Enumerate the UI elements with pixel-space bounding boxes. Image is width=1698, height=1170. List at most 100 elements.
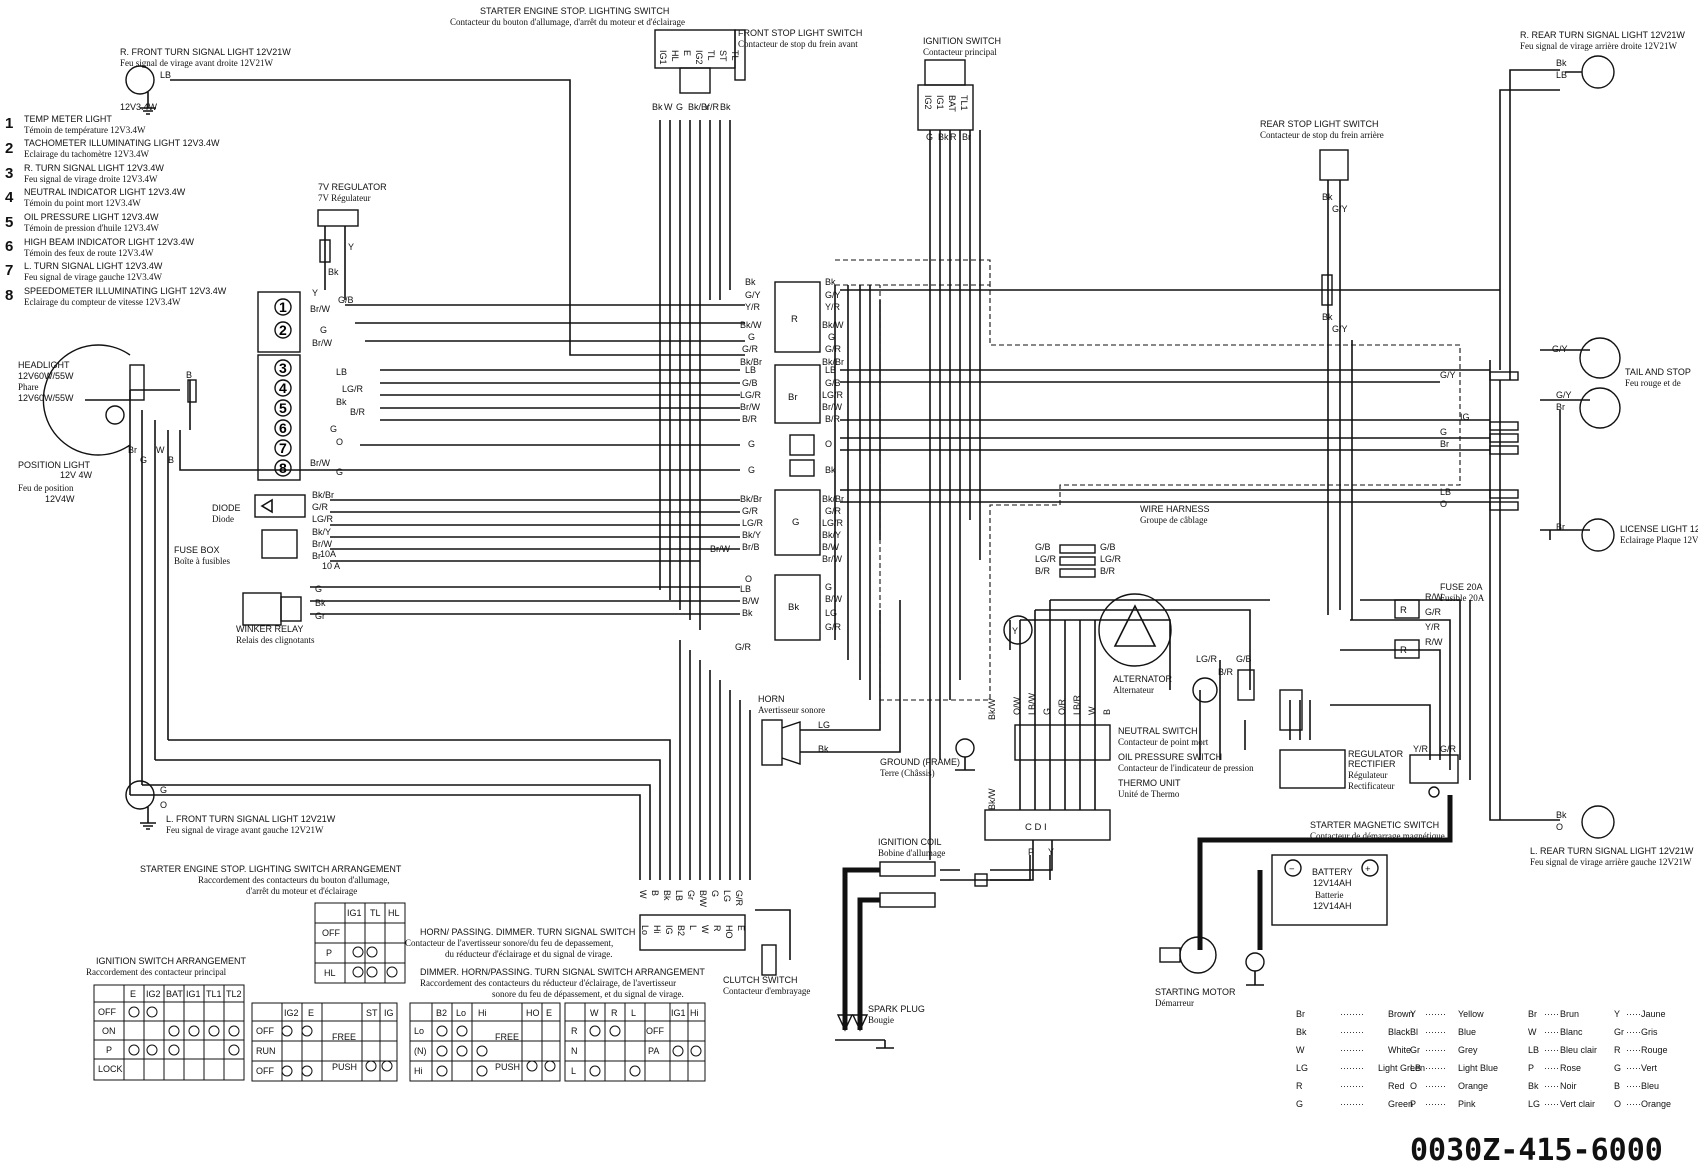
svg-text:HL: HL (388, 908, 400, 918)
svg-text:7: 7 (5, 262, 13, 279)
svg-text:G/Y: G/Y (1552, 344, 1568, 354)
svg-text:OFF: OFF (256, 1026, 274, 1036)
svg-text:Blue: Blue (1458, 1027, 1476, 1037)
svg-text:Red: Red (1388, 1081, 1405, 1091)
svg-text:10 A: 10 A (322, 561, 340, 571)
svg-text:Bk: Bk (818, 744, 829, 754)
svg-text:Black: Black (1388, 1027, 1411, 1037)
svg-text:4: 4 (279, 380, 287, 396)
svg-text:G: G (336, 467, 343, 477)
svg-text:E: E (546, 1008, 552, 1018)
wire-harness-label: WIRE HARNESS (1140, 504, 1210, 514)
svg-text:Y/R: Y/R (704, 102, 720, 112)
svg-text:G: G (748, 439, 755, 449)
winker-relay-label: WINKER RELAY (236, 624, 303, 634)
svg-text:B: B (650, 890, 660, 896)
svg-text:12V4W: 12V4W (45, 494, 75, 504)
svg-text:HO: HO (526, 1008, 540, 1018)
svg-text:Bk: Bk (742, 608, 753, 618)
ignition-coil (879, 861, 988, 908)
svg-text:LG: LG (1528, 1099, 1540, 1109)
svg-text:sonore du feu de dépassement,: sonore du feu de dépassement, et du sign… (492, 989, 684, 999)
svg-text:·····: ····· (1626, 1045, 1641, 1055)
svg-text:Bk: Bk (788, 602, 799, 613)
svg-text:Contacteur principal: Contacteur principal (923, 47, 997, 57)
svg-text:·······: ······· (1425, 1045, 1446, 1055)
svg-text:G: G (330, 424, 337, 434)
clutch-label: CLUTCH SWITCH (723, 975, 798, 985)
svg-text:Feu signal de virage droite 12: Feu signal de virage droite 12V3.4W (24, 174, 158, 184)
horn-label: HORN (758, 694, 785, 704)
svg-text:LG/R: LG/R (740, 390, 762, 400)
svg-text:Contacteur de stop du frein ar: Contacteur de stop du frein arrière (1260, 130, 1384, 140)
svg-text:Bk/Br: Bk/Br (740, 494, 762, 504)
neutral-label: NEUTRAL SWITCH (1118, 726, 1198, 736)
tail-stop-label: TAIL AND STOP (1625, 367, 1691, 377)
svg-text:Eclairage du compteur de vites: Eclairage du compteur de vitesse 12V3.4W (24, 297, 181, 307)
svg-text:R: R (571, 1026, 578, 1036)
svg-text:8: 8 (5, 287, 13, 304)
svg-text:Bk/W: Bk/W (987, 788, 997, 810)
svg-text:Gr: Gr (686, 890, 696, 900)
svg-text:Bk: Bk (825, 277, 836, 287)
svg-text:RUN: RUN (256, 1046, 276, 1056)
svg-text:LG: LG (825, 608, 837, 618)
svg-text:O: O (745, 574, 752, 584)
svg-text:P: P (1410, 1099, 1416, 1109)
svg-text:BAT: BAT (166, 989, 183, 999)
svg-text:Bk: Bk (1556, 58, 1567, 68)
svg-text:G/R: G/R (735, 642, 752, 652)
starter-mag-label: STARTER MAGNETIC SWITCH (1310, 820, 1439, 830)
svg-text:Terre (Châssis): Terre (Châssis) (880, 768, 935, 778)
svg-text:Lo: Lo (414, 1026, 424, 1036)
svg-text:Gr: Gr (1410, 1045, 1420, 1055)
svg-text:·····: ····· (1544, 1009, 1559, 1019)
svg-text:Bleu clair: Bleu clair (1560, 1045, 1597, 1055)
svg-text:5: 5 (279, 400, 287, 416)
svg-text:Contacteur d'embrayage: Contacteur d'embrayage (723, 986, 810, 996)
svg-text:IG1: IG1 (935, 95, 945, 110)
svg-text:PUSH: PUSH (332, 1062, 357, 1072)
svg-text:ST: ST (718, 50, 728, 62)
starting-motor (1159, 936, 1265, 986)
svg-text:1: 1 (279, 299, 287, 315)
svg-text:IG1: IG1 (658, 50, 668, 65)
r-rear-turn-label: R. REAR TURN SIGNAL LIGHT 12V21W (1520, 30, 1685, 40)
spark-plug-label: SPARK PLUG (868, 1004, 925, 1014)
svg-text:TACHOMETER ILLUMINATING LIGHT: TACHOMETER ILLUMINATING LIGHT 12V3.4W (24, 138, 220, 148)
fuse-box-label: FUSE BOX (174, 545, 220, 555)
svg-text:········: ········ (1340, 1081, 1364, 1091)
svg-text:G: G (748, 332, 755, 342)
svg-text:L: L (688, 925, 698, 930)
svg-text:IG: IG (1460, 412, 1470, 422)
svg-text:E: E (736, 925, 746, 931)
svg-text:O: O (336, 437, 343, 447)
svg-text:B/W: B/W (742, 596, 760, 606)
svg-text:Br: Br (1556, 522, 1565, 532)
svg-text:OFF: OFF (646, 1026, 664, 1036)
svg-text:E: E (682, 50, 692, 56)
indicator-list: 1 TEMP METER LIGHT Témoin de température… (5, 114, 227, 307)
l-front-turn-light: GO (125, 780, 167, 830)
svg-text:·····: ····· (1544, 1027, 1559, 1037)
svg-text:G: G (710, 890, 720, 897)
svg-text:Light Green: Light Green (1378, 1063, 1425, 1073)
svg-text:G: G (320, 325, 327, 335)
svg-text:2: 2 (5, 140, 13, 157)
svg-text:TL1: TL1 (959, 95, 969, 111)
l-front-turn-label: L. FRONT TURN SIGNAL LIGHT 12V21W (166, 814, 336, 824)
rear-stop-label: REAR STOP LIGHT SWITCH (1260, 119, 1379, 129)
svg-text:LB: LB (825, 365, 836, 375)
svg-text:Témoin de pression d'huile 12V: Témoin de pression d'huile 12V3.4W (24, 223, 159, 233)
svg-text:OFF: OFF (256, 1066, 274, 1076)
svg-text:O/R: O/R (1057, 698, 1067, 715)
fuse-20a: R R R/W G/R Y/R R/W (1394, 592, 1443, 659)
svg-text:Bk/Y: Bk/Y (312, 527, 331, 537)
svg-text:Br/B: Br/B (742, 542, 760, 552)
svg-text:Gr: Gr (315, 611, 325, 621)
svg-text:G/R: G/R (825, 622, 842, 632)
wire-harness-outline (835, 284, 1461, 701)
svg-text:P: P (1528, 1063, 1534, 1073)
